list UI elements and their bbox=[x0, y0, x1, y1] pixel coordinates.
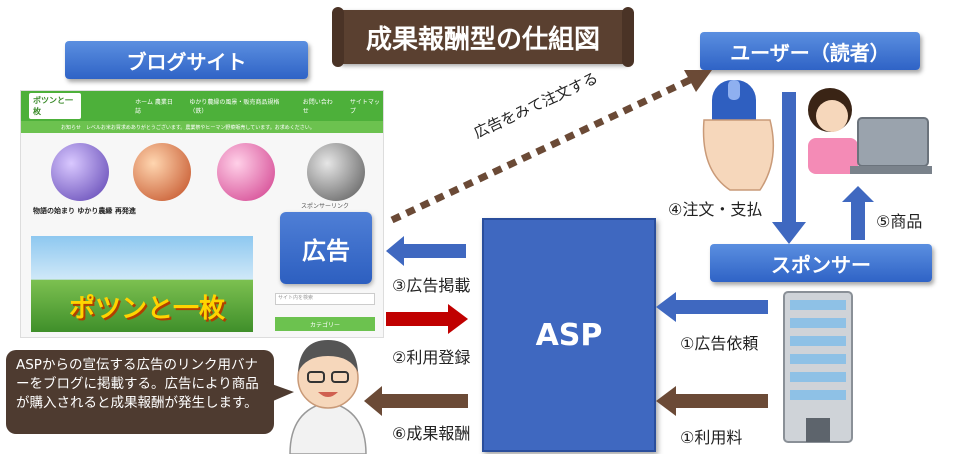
nav-item[interactable]: サイトマップ bbox=[349, 99, 380, 115]
asp-label: ASP bbox=[535, 317, 603, 353]
blog-circle-image[interactable] bbox=[217, 143, 275, 201]
presenter-icon bbox=[289, 340, 367, 454]
sponsor-box: スポンサー bbox=[710, 244, 932, 282]
nav-item[interactable]: ホーム 農業日誌 bbox=[135, 99, 173, 115]
sponsor-link-heading: スポンサーリンク bbox=[301, 203, 350, 210]
edge-label-ad-post: ③広告掲載 bbox=[392, 276, 471, 295]
ad-request-arrow bbox=[656, 292, 676, 322]
fee-arrow bbox=[656, 386, 676, 416]
order-arrow-head bbox=[772, 222, 806, 244]
explanation-bubble: ASPからの宣伝する広告のリンク用バナーをブログに掲載する。広告により商品が購入… bbox=[6, 350, 274, 434]
edge-label-ad-request: ①広告依頼 bbox=[680, 334, 759, 353]
building-icon bbox=[783, 291, 853, 443]
dotted-arrow-head bbox=[684, 70, 712, 92]
product-arrow-head bbox=[842, 186, 874, 202]
blog-logo: ポツンと一枚 bbox=[29, 93, 82, 119]
register-arrow bbox=[448, 304, 468, 334]
nav-item[interactable]: お問い合わせ bbox=[302, 99, 333, 115]
blog-circle-image[interactable] bbox=[307, 143, 365, 201]
user-box: ユーザー（読者） bbox=[700, 32, 920, 70]
edge-label-order-pay: ④注文・支払 bbox=[668, 200, 763, 219]
ad-post-arrow bbox=[386, 236, 404, 266]
bubble-tail bbox=[266, 382, 294, 404]
blog-circle-image[interactable] bbox=[51, 143, 109, 201]
reward-arrow bbox=[364, 386, 382, 416]
user-laptop-icon bbox=[808, 88, 932, 174]
edge-label-reward: ⑥成果報酬 bbox=[392, 424, 471, 443]
scroll-right-cap bbox=[622, 7, 634, 67]
nav-item[interactable]: ゆかり農縁の風景・販売商品規格（鉄） bbox=[189, 99, 280, 115]
user-label: ユーザー（読者） bbox=[730, 40, 890, 65]
dotted-arrow bbox=[390, 76, 692, 224]
blog-notice-bar: お知らせ レベルお米お買求めありがとうございます。農業祭やヒーマン野菜販売してい… bbox=[21, 121, 383, 133]
sponsor-label: スポンサー bbox=[771, 252, 871, 277]
blog-banner[interactable]: ポツンと一枚 bbox=[31, 236, 253, 332]
blog-search-input[interactable]: サイト内を検索 bbox=[275, 293, 375, 305]
edge-label-product: ⑤商品 bbox=[876, 212, 923, 231]
blog-screenshot: ポツンと一枚 ホーム 農業日誌 ゆかり農縁の風景・販売商品規格（鉄） お問い合わ… bbox=[20, 90, 384, 338]
scroll-left-cap bbox=[332, 7, 344, 67]
ad-label: 広告 bbox=[302, 236, 350, 265]
edge-label-register: ②利用登録 bbox=[392, 348, 471, 367]
banner-title: ポツンと一枚 bbox=[69, 294, 226, 324]
blog-site-box: ブログサイト bbox=[65, 41, 308, 79]
ad-box[interactable]: 広告 bbox=[280, 212, 372, 284]
title-text: 成果報酬型の仕組図 bbox=[365, 24, 600, 55]
diagram-title: 成果報酬型の仕組図 bbox=[332, 7, 634, 67]
blog-nav: ポツンと一枚 ホーム 農業日誌 ゆかり農縁の風景・販売商品規格（鉄） お問い合わ… bbox=[21, 91, 383, 121]
category-button[interactable]: カテゴリー bbox=[275, 317, 375, 331]
asp-box: ASP bbox=[482, 218, 656, 452]
blog-site-label: ブログサイト bbox=[126, 49, 247, 74]
blog-circle-image[interactable] bbox=[133, 143, 191, 201]
edge-label-fee: ①利用料 bbox=[680, 428, 743, 447]
blog-post-title[interactable]: 物語の始まり ゆかり農縁 再発進 bbox=[33, 207, 136, 215]
mouse-hand-icon bbox=[702, 80, 775, 191]
